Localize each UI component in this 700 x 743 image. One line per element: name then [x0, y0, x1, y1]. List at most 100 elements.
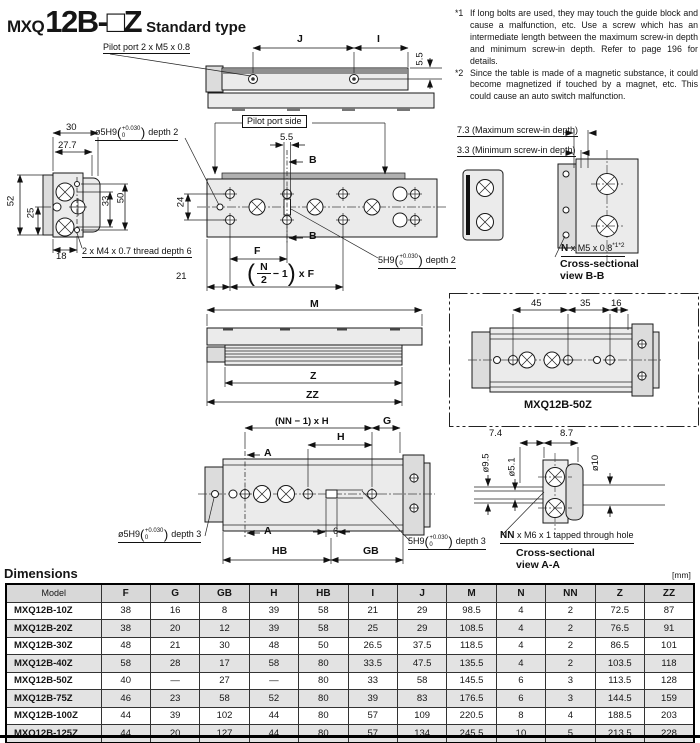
value-cell: 5: [545, 724, 596, 743]
dim-label-45: 45: [531, 298, 542, 309]
section-aa-drawing: [474, 440, 665, 536]
column-header: HB: [298, 583, 349, 603]
dim-label-dia-5-1: ø5.1: [506, 457, 518, 477]
value-cell: 159: [643, 689, 695, 708]
series-model: 12B-□Z: [45, 4, 142, 39]
section-b-label-top: B: [309, 154, 317, 166]
value-cell: 134: [396, 724, 448, 743]
value-cell: 80: [298, 654, 349, 673]
value-cell: 245.5: [446, 724, 497, 743]
label-text: depth 2: [425, 254, 456, 265]
value-cell: —: [149, 671, 201, 690]
dim-label-5-5-top: 5.5: [414, 52, 426, 66]
max-screw-depth-label: 7.3 (Maximum screw-in depth): [457, 125, 579, 138]
value-cell: 188.5: [594, 706, 645, 725]
label-text: ø5H9: [118, 528, 141, 539]
dim-label-7-4: 7.4: [489, 428, 503, 439]
value-cell: 58: [100, 654, 151, 673]
model-cell: MXQ12B-30Z: [5, 636, 102, 655]
label-text: NN: [500, 530, 515, 541]
value-cell: 83: [396, 689, 448, 708]
formula-f: F: [307, 267, 314, 280]
value-cell: 39: [347, 689, 398, 708]
value-cell: 58: [298, 601, 349, 620]
dim-label-m: M: [310, 298, 319, 310]
value-cell: 103.5: [594, 654, 645, 673]
column-header: M: [446, 583, 497, 603]
label-text: ø5H9: [95, 126, 118, 137]
paren: (: [117, 124, 122, 140]
formula-rest: − 1: [272, 267, 288, 280]
label-text: 5H9: [378, 254, 395, 265]
value-cell: 6: [495, 689, 547, 708]
value-cell: 4: [495, 601, 547, 620]
footnote-2: *2 Since the table is made of a magnetic…: [455, 68, 698, 104]
value-cell: 44: [248, 706, 300, 725]
value-cell: 29: [396, 619, 448, 638]
column-header: Z: [594, 583, 645, 603]
column-header: N: [495, 583, 547, 603]
value-cell: 80: [298, 724, 349, 743]
value-cell: 37.5: [396, 636, 448, 655]
n-m5-thread-label: N x M5 x 0.8*1*2: [561, 242, 625, 257]
value-cell: 20: [149, 619, 201, 638]
value-cell: 2: [545, 654, 596, 673]
value-cell: —: [248, 671, 300, 690]
model-cell: MXQ12B-50Z: [5, 671, 102, 690]
pilot-port-label: Pilot port 2 x M5 x 0.8: [103, 42, 191, 55]
value-cell: 58: [199, 689, 250, 708]
page-bottom-rule: [0, 735, 700, 738]
section-bb-drawing: [462, 130, 639, 262]
dim-label-24: 24: [175, 196, 187, 208]
value-cell: 80: [298, 689, 349, 708]
column-header: GB: [199, 583, 250, 603]
value-cell: 127: [199, 724, 250, 743]
section-bb-caption-1: Cross-sectional: [560, 258, 639, 270]
section-aa-caption-1: Cross-sectional: [516, 547, 595, 559]
footnote-text: If long bolts are used, they may touch t…: [470, 8, 698, 66]
dim-label-z: Z: [310, 370, 317, 382]
value-cell: 47.5: [396, 654, 448, 673]
value-cell: 17: [199, 654, 250, 673]
paren: (: [394, 252, 399, 268]
page-title: MXQ 12B-□Z Standard type: [7, 4, 246, 40]
value-cell: 57: [347, 724, 398, 743]
dimensions-title: Dimensions: [4, 566, 78, 581]
mxq12b-50z-view-drawing: [449, 293, 699, 427]
value-cell: 58: [396, 671, 448, 690]
value-cell: 39: [248, 601, 300, 620]
value-cell: 33: [347, 671, 398, 690]
value-cell: 91: [643, 619, 695, 638]
value-cell: 98.5: [446, 601, 497, 620]
value-cell: 80: [298, 671, 349, 690]
footnote-marker: *1: [455, 8, 464, 18]
side-view-drawing: [206, 307, 423, 406]
footnote-1: *1 If long bolts are used, they may touc…: [455, 8, 698, 68]
plan-view-drawing: [184, 122, 447, 291]
value-cell: 16: [149, 601, 201, 620]
value-cell: 44: [100, 724, 151, 743]
paren: ): [448, 533, 453, 549]
value-cell: 203: [643, 706, 695, 725]
value-cell: 86.5: [594, 636, 645, 655]
value-cell: 28: [149, 654, 201, 673]
value-cell: 10: [495, 724, 547, 743]
dim-label-21: 21: [176, 271, 187, 282]
value-cell: 220.5: [446, 706, 497, 725]
label-text: N: [561, 243, 569, 254]
note-reference: *1*2: [612, 242, 625, 249]
value-cell: 4: [545, 706, 596, 725]
label-text: depth 3: [455, 535, 486, 546]
model-cell: MXQ12B-20Z: [5, 619, 102, 638]
dim-label-gb: GB: [363, 545, 379, 557]
value-cell: 135.5: [446, 654, 497, 673]
